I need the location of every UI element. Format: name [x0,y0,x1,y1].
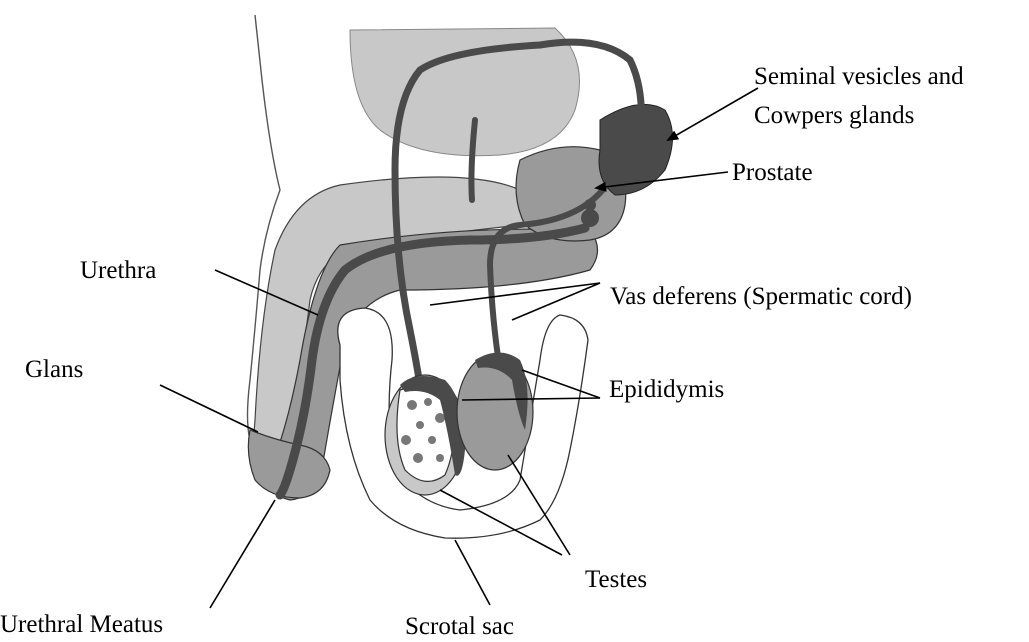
urethra-label: Urethra [80,258,156,283]
urethral-meatus-leader [210,500,275,608]
vas-deferens-stem [471,120,475,200]
prostate-label: Prostate [732,160,813,185]
seminal-vesicles-label: Seminal vesicles and [754,64,964,89]
scrotal-sac-label: Scrotal sac [405,614,514,639]
testes-label: Testes [585,567,647,592]
glans-label: Glans [25,357,83,382]
urethral-meatus-label: Urethral Meatus [0,612,163,637]
cowpers-glands-label: Cowpers glands [754,103,914,128]
scrotal-sac-leader [455,540,490,605]
glans-leader [160,385,258,432]
epididymis-label: Epididymis [609,377,724,402]
vas-deferens-label: Vas deferens (Spermatic cord) [610,284,912,309]
seminal-vesicles-leader [668,88,758,140]
